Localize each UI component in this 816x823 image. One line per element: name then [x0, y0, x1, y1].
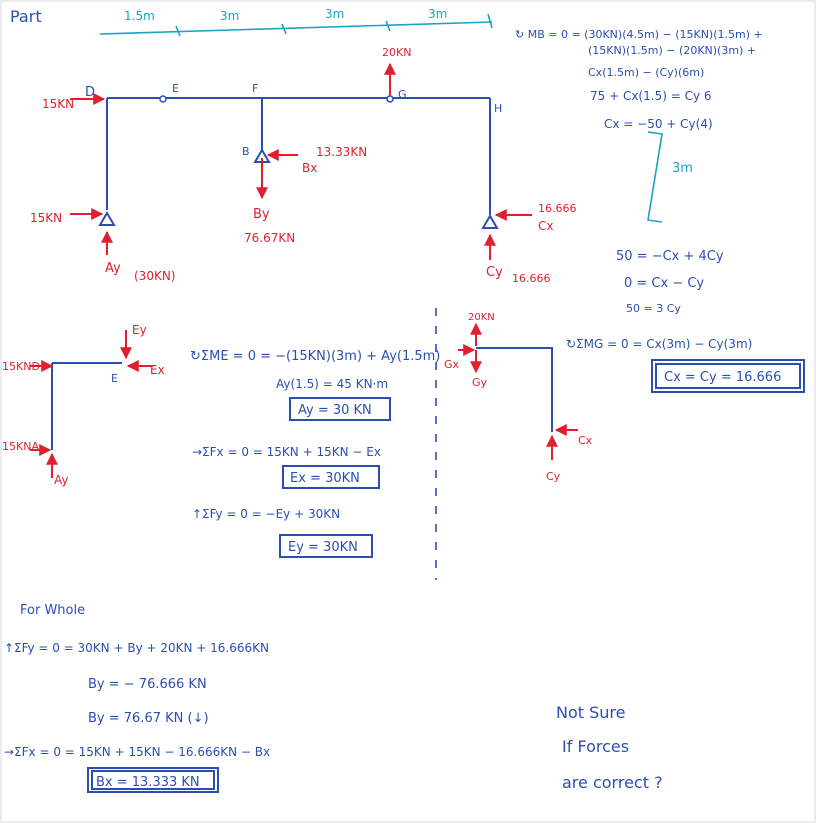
dim-3: 3m: [325, 7, 344, 21]
whole-equations: For Whole ↑ΣFy = 0 = 30KN + By + 20KN + …: [4, 603, 270, 793]
cy-value: 16.666: [512, 272, 551, 285]
eq-fy: ↑ΣFy = 0 = −Ey + 30KN: [192, 507, 340, 521]
eq-me: ↻ΣME = 0 = −(15KN)(3m) + Ay(1.5m): [190, 349, 440, 364]
note-line-2: If Forces: [562, 737, 629, 756]
dim-4: 3m: [428, 7, 447, 21]
ey-result: Ey = 30KN: [288, 540, 358, 555]
by-value: 76.67KN: [244, 231, 295, 245]
cy-label: Cy: [486, 265, 503, 280]
dim-2: 3m: [220, 9, 239, 23]
ay-value: (30KN): [134, 269, 175, 283]
ey-label: Ey: [132, 323, 147, 337]
dim-1: 1.5m: [124, 9, 155, 23]
joint-b: B: [242, 145, 250, 158]
joint-h: H: [494, 102, 502, 115]
load-g: 20KN: [382, 46, 411, 59]
frame-loads: 15KN 15KN Ay (30KN) 20KN 13.33KN Bx By 7…: [30, 46, 577, 285]
solve-2: 0 = Cx − Cy: [624, 276, 704, 291]
dimension-line: 1.5m 3m 3m 3m: [99, 7, 493, 37]
eq-fx: →ΣFx = 0 = 15KN + 15KN − Ex: [192, 445, 381, 459]
eq-ay-calc: Ay(1.5) = 45 KN·m: [276, 377, 388, 391]
a-load: 15KNA: [2, 440, 39, 453]
whole-fy: ↑ΣFy = 0 = 30KN + By + 20KN + 16.666KN: [4, 641, 269, 655]
note-line-1: Not Sure: [556, 703, 625, 722]
mb-line-3: Cx(1.5m) − (Cy)(6m): [588, 66, 704, 79]
whole-fx: →ΣFx = 0 = 15KN + 15KN − 16.666KN − Bx: [4, 745, 270, 759]
mb-line-4: 75 + Cx(1.5) = Cy 6: [590, 89, 712, 103]
ex-label: Ex: [150, 363, 165, 377]
solve-1: 50 = −Cx + 4Cy: [616, 249, 724, 264]
load-top-d: 15KN: [42, 97, 74, 111]
whole-title: For Whole: [20, 603, 85, 618]
left-equations: ↻ΣME = 0 = −(15KN)(3m) + Ay(1.5m) Ay(1.5…: [190, 349, 440, 558]
by-label: By: [253, 207, 270, 222]
gx-label: Gx: [444, 358, 460, 371]
joint-e: E: [172, 82, 179, 95]
side-dim: 3m: [672, 161, 693, 176]
whole-by-2: By = 76.67 KN (↓): [88, 711, 209, 726]
load-bottom-a: 15KN: [30, 211, 62, 225]
right-fbd: 20KN Gx Gy Cx Cy ↻ΣMG = 0 = Cx(3m) − Cy(…: [444, 312, 805, 483]
note-line-3: are correct ?: [562, 773, 663, 792]
joint-d: D: [85, 85, 95, 100]
cx-value: 16.666: [538, 202, 577, 215]
part-label: Part: [10, 7, 42, 26]
ex-result: Ex = 30KN: [290, 471, 360, 486]
mb-line-1: ↻ MB = 0 = (30KN)(4.5m) − (15KN)(1.5m) +: [515, 28, 763, 41]
e-label: E: [111, 372, 118, 385]
cy-fbd: Cy: [546, 470, 561, 483]
gy-label: Gy: [472, 376, 488, 389]
cx-fbd: Cx: [578, 434, 593, 447]
mb-line-5: Cx = −50 + Cy(4): [604, 117, 713, 131]
eq-mg: ↻ΣMG = 0 = Cx(3m) − Cy(3m): [566, 337, 752, 351]
ay-fbd: Ay: [54, 473, 69, 487]
ay-label: Ay: [105, 261, 121, 276]
left-fbd: Ey Ex E 15KND 15KNA Ay: [2, 323, 165, 487]
moment-b-equations: ↻ MB = 0 = (30KN)(4.5m) − (15KN)(1.5m) +…: [515, 28, 763, 315]
whole-by-1: By = − 76.666 KN: [88, 677, 207, 692]
d-load: 15KND: [2, 360, 40, 373]
mb-line-2: (15KN)(1.5m) − (20KN)(3m) +: [588, 44, 756, 57]
note: Not Sure If Forces are correct ?: [556, 703, 663, 792]
bx-value: 13.33KN: [316, 145, 367, 159]
bx-result: Bx = 13.333 KN: [96, 775, 200, 790]
bx-label: Bx: [302, 161, 317, 175]
g-load: 20KN: [468, 312, 495, 323]
cx-label: Cx: [538, 219, 553, 233]
joint-g: G: [398, 88, 407, 101]
c-result: Cx = Cy = 16.666: [664, 370, 781, 385]
solve-3: 50 = 3 Cy: [626, 302, 681, 315]
ay-result: Ay = 30 KN: [298, 403, 372, 418]
joint-f: F: [252, 82, 258, 95]
